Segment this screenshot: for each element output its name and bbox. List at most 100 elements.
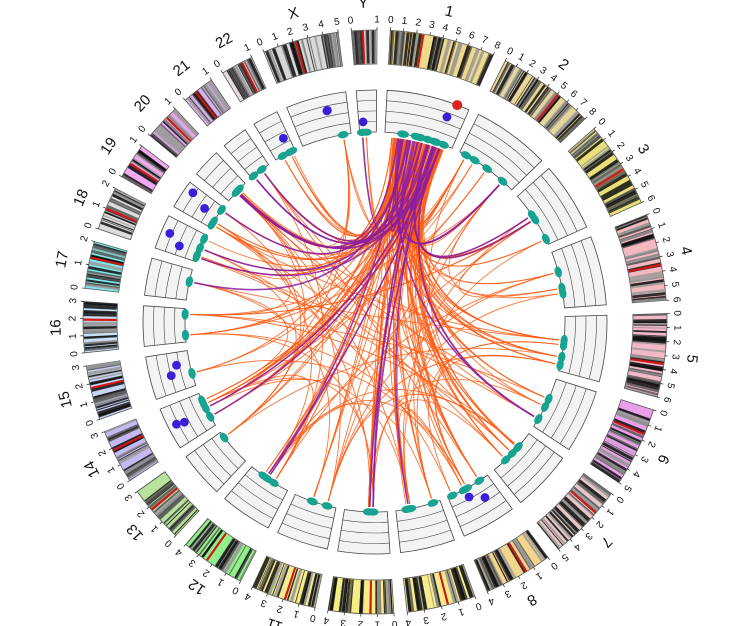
link-arc bbox=[240, 148, 440, 250]
chr-7-band bbox=[537, 522, 559, 549]
link-arc bbox=[201, 258, 510, 451]
chr-21-track-ring bbox=[244, 155, 263, 170]
link-arc bbox=[268, 148, 441, 474]
chr-8-band bbox=[485, 554, 503, 586]
chr-5-track-ring bbox=[578, 315, 587, 377]
chr-7-band bbox=[568, 492, 595, 516]
chr-22-band bbox=[228, 68, 249, 99]
chr-15-track-ring bbox=[176, 352, 187, 389]
chr-x-tick-label: 2 bbox=[286, 26, 295, 38]
chr-22-band bbox=[233, 65, 253, 96]
link-arc bbox=[190, 333, 374, 507]
chr-12-tick-label: 0 bbox=[231, 584, 241, 597]
link-arc bbox=[239, 142, 423, 249]
chr-x-tick-mark bbox=[306, 34, 309, 38]
chr-9-band bbox=[450, 568, 464, 601]
chr-9-band bbox=[452, 567, 466, 600]
chr-18-centromere bbox=[105, 207, 138, 223]
chr-8-track-ring bbox=[456, 491, 501, 518]
chr-6-band bbox=[592, 460, 621, 481]
chr-4-tick-label: 1 bbox=[655, 221, 667, 230]
chr-12-tick-mark bbox=[238, 581, 241, 585]
chr-15-tick-label: 2 bbox=[74, 382, 86, 390]
chr-6-track-ring bbox=[559, 388, 587, 444]
chr-12-tick-label: 3 bbox=[187, 556, 198, 568]
chr-11-band bbox=[295, 570, 305, 603]
chr-14-band bbox=[107, 424, 139, 440]
chr-8-tick-label: 2 bbox=[518, 579, 529, 592]
chr-13-tick-label: 1 bbox=[149, 522, 161, 534]
chr-13-track-ring bbox=[202, 444, 232, 477]
chr-21-teal-marker bbox=[248, 171, 259, 181]
chr-9-tick-label: 0 bbox=[473, 600, 482, 612]
chr-22-tick-label: 0 bbox=[212, 58, 223, 71]
chr-14-tick-label: 3 bbox=[89, 430, 101, 440]
chr-4-tick-mark bbox=[651, 227, 655, 229]
link-arc bbox=[190, 313, 545, 398]
chr-11-tick-label: 1 bbox=[292, 607, 301, 619]
chr-20-band bbox=[151, 134, 178, 156]
inner-tracks-layer bbox=[142, 89, 608, 555]
chr-2-band bbox=[514, 76, 533, 105]
chr-19-band bbox=[137, 149, 167, 172]
chr-16-band bbox=[83, 304, 117, 310]
chr-6-tick-mark bbox=[634, 454, 638, 457]
chr-9-tick-mark bbox=[458, 601, 460, 605]
chr-x-tick-mark bbox=[276, 43, 279, 47]
chr-11-tick-mark bbox=[314, 607, 316, 611]
chr-3-tick-label: 5 bbox=[638, 180, 651, 190]
chr-10-band bbox=[387, 580, 392, 614]
chr-4-teal-marker bbox=[554, 266, 563, 278]
chr-x-band bbox=[308, 37, 318, 71]
chr-x-tick-mark bbox=[322, 31, 324, 35]
chr-5-band bbox=[633, 321, 667, 324]
chr-7-track-ring bbox=[500, 439, 538, 479]
chr-8-band bbox=[474, 560, 488, 592]
chr-10-band bbox=[378, 580, 382, 614]
link-arc bbox=[201, 256, 535, 417]
chr-2-band bbox=[492, 62, 511, 93]
chr-6-band bbox=[610, 427, 642, 443]
chr-1-tick-label: 3 bbox=[428, 19, 436, 31]
chr-y-band bbox=[364, 30, 368, 64]
chr-16-teal-marker bbox=[181, 308, 189, 320]
chr-7-band bbox=[545, 515, 569, 542]
chr-17-track-ring bbox=[165, 263, 173, 298]
chr-13-band bbox=[158, 494, 185, 519]
link-arc bbox=[194, 282, 289, 400]
chr-1-band bbox=[390, 31, 395, 65]
chr-11-band bbox=[289, 569, 303, 602]
chr-8-track-ring bbox=[460, 500, 507, 527]
link-arc bbox=[227, 194, 306, 435]
link-arc bbox=[396, 139, 462, 486]
chr-4-band bbox=[632, 295, 666, 301]
chr-10-track-ring bbox=[342, 519, 389, 523]
chr-2-band bbox=[520, 81, 542, 110]
chr-1-tick-label: 1 bbox=[401, 16, 408, 28]
chr-9-teal-marker bbox=[403, 505, 415, 513]
chr-8-band bbox=[525, 531, 546, 559]
chr-11-tick-label: 0 bbox=[309, 612, 317, 624]
chr-18-track-ring bbox=[174, 225, 188, 255]
link-arc bbox=[214, 148, 441, 415]
chr-21-tick-mark bbox=[182, 97, 186, 101]
chr-21-band bbox=[208, 80, 230, 110]
chr-22-band bbox=[248, 58, 266, 90]
chr-3-band bbox=[569, 129, 596, 153]
chr-2-band bbox=[538, 96, 561, 123]
chr-1-tick-mark bbox=[480, 46, 483, 51]
chr-20-tick-mark bbox=[147, 133, 151, 136]
chr-11-tick-label: 4 bbox=[243, 590, 253, 603]
chr-15-band bbox=[91, 381, 125, 392]
chr-5-band bbox=[626, 379, 660, 390]
chr-6-teal-marker bbox=[534, 413, 543, 425]
chr-y-blue-marker bbox=[358, 117, 368, 127]
chr-4-track-ring bbox=[580, 240, 597, 306]
chr-8-band bbox=[482, 555, 500, 588]
chr-8-band bbox=[476, 559, 490, 591]
chr-10-band bbox=[339, 578, 345, 612]
chr-8-teal-marker bbox=[447, 491, 458, 500]
chr-10-band bbox=[345, 579, 351, 613]
link-arc bbox=[209, 379, 411, 504]
chr-4-tick-mark bbox=[655, 241, 659, 243]
